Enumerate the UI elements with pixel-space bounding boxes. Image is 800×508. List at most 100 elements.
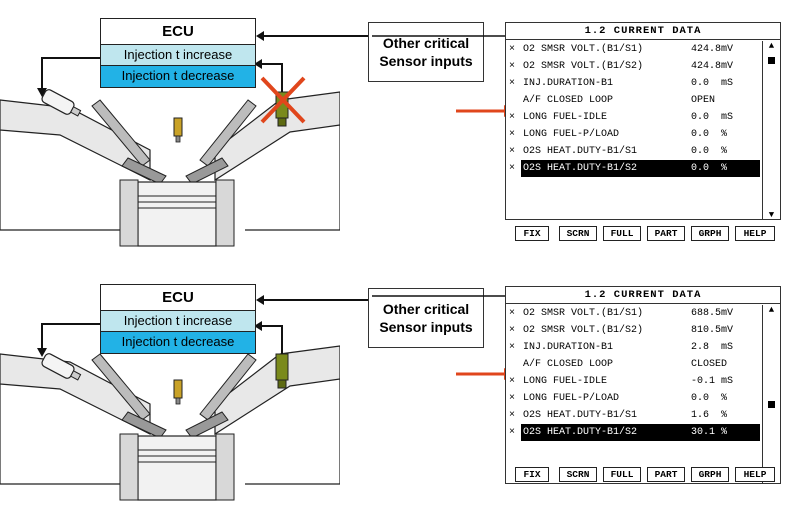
row-label: O2S HEAT.DUTY-B1/S1 — [523, 410, 638, 421]
row-label: O2 SMSR VOLT.(B1/S2) — [523, 325, 644, 336]
row-label: A/F CLOSED LOOP — [523, 95, 614, 106]
row-value: CLOSED — [691, 359, 728, 370]
row-mark: × — [509, 44, 516, 55]
scan-row-heat-duty-b1s1[interactable]: × O2S HEAT.DUTY-B1/S1 0.0 % — [506, 143, 763, 160]
row-label: LONG FUEL-IDLE — [523, 376, 608, 387]
ecu-injection-increase: Injection t increase — [101, 45, 255, 66]
ecu-injection-decrease: Injection t decrease — [101, 332, 255, 353]
row-value: 0.0 % — [691, 129, 728, 140]
row-value: 424.8mV — [691, 61, 734, 72]
scan-row-o2-b1s2[interactable]: × O2 SMSR VOLT.(B1/S2) 424.8mV — [506, 58, 763, 75]
scan-row-af-closed-loop[interactable]: A/F CLOSED LOOP CLOSED — [506, 356, 763, 373]
fkey-part[interactable]: PART — [647, 226, 685, 241]
scan-row-heat-duty-b1s1[interactable]: × O2S HEAT.DUTY-B1/S1 1.6 % — [506, 407, 763, 424]
scan-row-long-fuel-idle[interactable]: × LONG FUEL-IDLE -0.1 mS — [506, 373, 763, 390]
scan-title: 1.2 CURRENT DATA — [506, 23, 780, 40]
row-label: A/F CLOSED LOOP — [523, 359, 614, 370]
fkey-grph[interactable]: GRPH — [691, 226, 729, 241]
row-mark: × — [509, 61, 516, 72]
row-value: 0.0 mS — [691, 78, 734, 89]
scroll-up-arrow-icon[interactable]: ▲ — [768, 305, 775, 315]
row-value: OPEN — [691, 95, 716, 106]
fkey-full[interactable]: FULL — [603, 467, 641, 482]
row-mark: × — [509, 308, 516, 319]
other-sensor-line1: Other critical — [382, 35, 470, 51]
scan-tool-screen: 1.2 CURRENT DATA × O2 SMSR VOLT.(B1/S1) … — [505, 286, 781, 484]
scan-scrollbar[interactable]: ▲ ▼ — [762, 305, 780, 484]
scan-row-long-fuel-pload[interactable]: × LONG FUEL-P/LOAD 0.0 % — [506, 390, 763, 407]
row-value: 30.1 % — [691, 427, 728, 438]
function-keys: FIX SCRN FULL PART GRPH HELP — [515, 467, 781, 483]
row-label: O2 SMSR VOLT.(B1/S2) — [523, 61, 644, 72]
engine-illustration — [0, 57, 340, 247]
scan-row-heat-duty-b1s2-selected[interactable]: × O2S HEAT.DUTY-B1/S2 0.0 % — [506, 160, 763, 177]
scroll-thumb[interactable] — [768, 401, 775, 408]
fkey-grph[interactable]: GRPH — [691, 467, 729, 482]
row-mark: × — [509, 427, 516, 438]
scan-row-heat-duty-b1s2-selected[interactable]: × O2S HEAT.DUTY-B1/S2 30.1 % — [506, 424, 763, 441]
row-mark: × — [509, 78, 516, 89]
ecu-title: ECU — [101, 285, 255, 311]
diagram-panel-top: ECU Injection t increase Injection t dec… — [0, 18, 781, 247]
engine-illustration — [0, 321, 340, 501]
row-label: O2 SMSR VOLT.(B1/S1) — [523, 44, 644, 55]
scan-data-list: × O2 SMSR VOLT.(B1/S1) 424.8mV × O2 SMSR… — [506, 41, 763, 177]
row-mark: × — [509, 325, 516, 336]
row-label: LONG FUEL-IDLE — [523, 112, 608, 123]
scan-data-list: × O2 SMSR VOLT.(B1/S1) 688.5mV × O2 SMSR… — [506, 305, 763, 441]
row-label: O2 SMSR VOLT.(B1/S1) — [523, 308, 644, 319]
fkey-fix[interactable]: FIX — [515, 226, 549, 241]
scan-title: 1.2 CURRENT DATA — [506, 287, 780, 304]
fkey-scrn[interactable]: SCRN — [559, 467, 597, 482]
scan-row-o2-b1s2[interactable]: × O2 SMSR VOLT.(B1/S2) 810.5mV — [506, 322, 763, 339]
fkey-full[interactable]: FULL — [603, 226, 641, 241]
scan-row-o2-b1s1[interactable]: × O2 SMSR VOLT.(B1/S1) 688.5mV — [506, 305, 763, 322]
other-sensor-inputs-box: Other critical Sensor inputs — [368, 288, 484, 348]
other-sensor-inputs-box: Other critical Sensor inputs — [368, 22, 484, 82]
row-mark: × — [509, 342, 516, 353]
scroll-thumb[interactable] — [768, 57, 775, 64]
scan-tool-screen: 1.2 CURRENT DATA × O2 SMSR VOLT.(B1/S1) … — [505, 22, 781, 220]
row-label: INJ.DURATION-B1 — [523, 78, 614, 89]
row-label: INJ.DURATION-B1 — [523, 342, 614, 353]
row-mark: × — [509, 410, 516, 421]
fkey-help[interactable]: HELP — [735, 467, 775, 482]
fkey-fix[interactable]: FIX — [515, 467, 549, 482]
scan-scrollbar[interactable]: ▲ ▼ — [762, 41, 780, 220]
row-mark: × — [509, 146, 516, 157]
fkey-help[interactable]: HELP — [735, 226, 775, 241]
fkey-scrn[interactable]: SCRN — [559, 226, 597, 241]
scan-row-o2-b1s1[interactable]: × O2 SMSR VOLT.(B1/S1) 424.8mV — [506, 41, 763, 58]
row-label: O2S HEAT.DUTY-B1/S2 — [521, 424, 760, 441]
scan-row-long-fuel-idle[interactable]: × LONG FUEL-IDLE 0.0 mS — [506, 109, 763, 126]
row-mark: × — [509, 163, 516, 174]
row-mark: × — [509, 393, 516, 404]
other-sensor-line2: Sensor inputs — [379, 319, 473, 335]
row-value: 0.0 % — [691, 393, 728, 404]
row-value: 0.0 mS — [691, 112, 734, 123]
row-value: 810.5mV — [691, 325, 734, 336]
other-sensor-line1: Other critical — [382, 301, 470, 317]
scan-row-inj-duration[interactable]: × INJ.DURATION-B1 2.8 mS — [506, 339, 763, 356]
row-value: 0.0 % — [691, 163, 728, 174]
scan-row-af-closed-loop[interactable]: A/F CLOSED LOOP OPEN — [506, 92, 763, 109]
row-value: -0.1 mS — [691, 376, 734, 387]
ecu-injection-decrease: Injection t decrease — [101, 66, 255, 87]
fkey-part[interactable]: PART — [647, 467, 685, 482]
scroll-down-arrow-icon[interactable]: ▼ — [768, 210, 775, 220]
ecu-title: ECU — [101, 19, 255, 45]
scan-row-inj-duration[interactable]: × INJ.DURATION-B1 0.0 mS — [506, 75, 763, 92]
row-value: 0.0 % — [691, 146, 728, 157]
row-value: 2.8 mS — [691, 342, 734, 353]
row-value: 424.8mV — [691, 44, 734, 55]
scroll-up-arrow-icon[interactable]: ▲ — [768, 41, 775, 51]
other-sensor-line2: Sensor inputs — [379, 53, 473, 69]
ecu-box: ECU Injection t increase Injection t dec… — [100, 18, 256, 88]
row-label: LONG FUEL-P/LOAD — [523, 393, 620, 404]
row-label: LONG FUEL-P/LOAD — [523, 129, 620, 140]
scan-row-long-fuel-pload[interactable]: × LONG FUEL-P/LOAD 0.0 % — [506, 126, 763, 143]
ecu-box: ECU Injection t increase Injection t dec… — [100, 284, 256, 354]
row-mark: × — [509, 376, 516, 387]
ecu-injection-increase: Injection t increase — [101, 311, 255, 332]
function-keys: FIX SCRN FULL PART GRPH HELP — [515, 226, 781, 242]
